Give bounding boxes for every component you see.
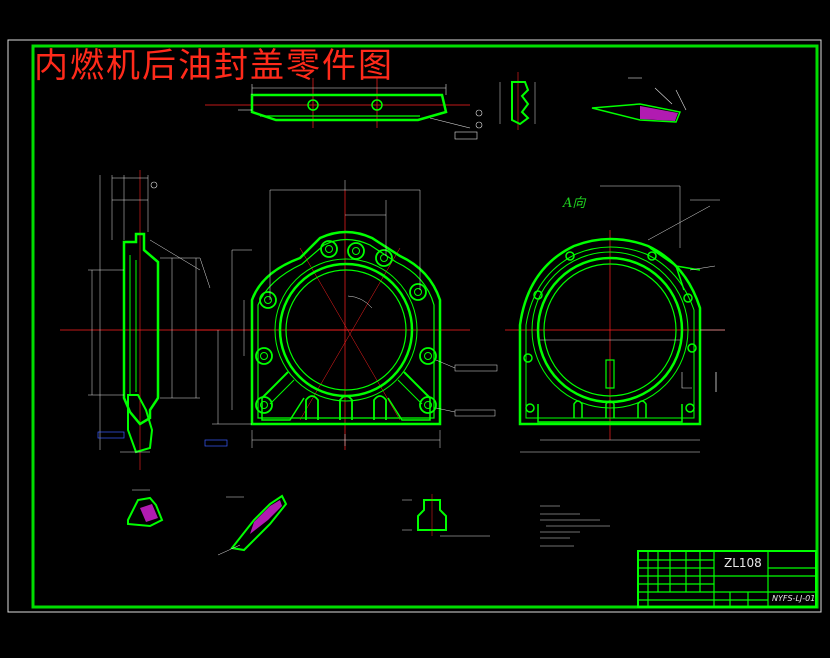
technical-notes (540, 505, 610, 547)
title-block-drawing-number: NYFS-LJ-01 (772, 594, 816, 603)
drawing-title: 内燃机后油封盖零件图 (34, 46, 394, 86)
section-bb (499, 72, 536, 130)
section-aa (60, 170, 220, 470)
drawing-frame (31, 44, 819, 609)
section-ee (217, 494, 288, 556)
section-dd (402, 494, 490, 537)
section-ff (127, 489, 164, 528)
view-a-label: A向 (563, 196, 586, 211)
title-block-model-code: ZL108 (724, 556, 762, 570)
view-a-direction (505, 185, 725, 453)
top-view (205, 78, 483, 140)
title-block (637, 550, 817, 608)
front-view (190, 180, 498, 450)
section-wedge (591, 77, 687, 123)
outer-sheet-border (7, 39, 822, 613)
